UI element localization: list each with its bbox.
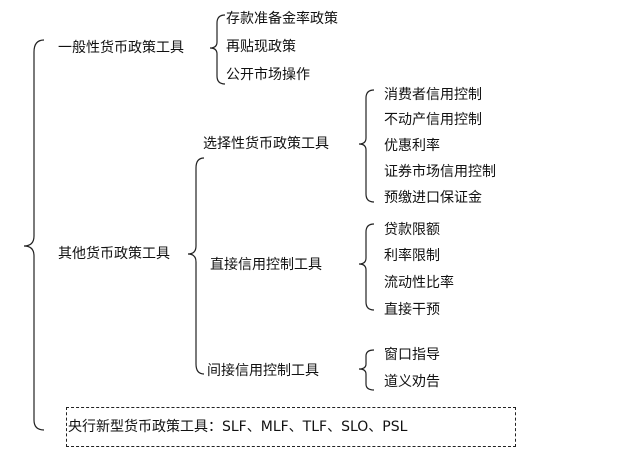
item-general-2: 公开市场操作 [226,67,310,83]
item-general-0: 存款准备金率政策 [226,11,338,27]
item-indirect-1: 道义劝告 [384,374,440,390]
brace-other [187,157,205,375]
item-indirect-0: 窗口指导 [384,347,440,363]
label-indirect-credit-tools: 间接信用控制工具 [207,363,319,379]
label-direct-credit-tools: 直接信用控制工具 [210,257,322,273]
brace-indirect [358,349,375,391]
item-selective-2: 优惠利率 [384,138,440,154]
item-selective-0: 消费者信用控制 [384,87,482,103]
item-selective-3: 证券市场信用控制 [384,164,496,180]
item-direct-1: 利率限制 [384,248,440,264]
brace-selective [358,89,375,203]
label-selective-tools: 选择性货币政策工具 [203,136,329,152]
item-direct-2: 流动性比率 [384,275,454,291]
brace-root [23,39,45,431]
label-new-tools: 央行新型货币政策工具：SLF、MLF、TLF、SLO、PSL [68,419,408,435]
item-selective-1: 不动产信用控制 [384,112,482,128]
brace-general [209,14,226,85]
new-tools-box [66,407,516,447]
brace-direct [358,223,375,311]
label-other-tools: 其他货币政策工具 [58,246,170,262]
item-general-1: 再贴现政策 [226,39,296,55]
item-direct-0: 贷款限额 [384,222,440,238]
item-direct-3: 直接干预 [384,302,440,318]
item-selective-4: 预缴进口保证金 [384,190,482,206]
label-general-tools: 一般性货币政策工具 [58,40,184,56]
